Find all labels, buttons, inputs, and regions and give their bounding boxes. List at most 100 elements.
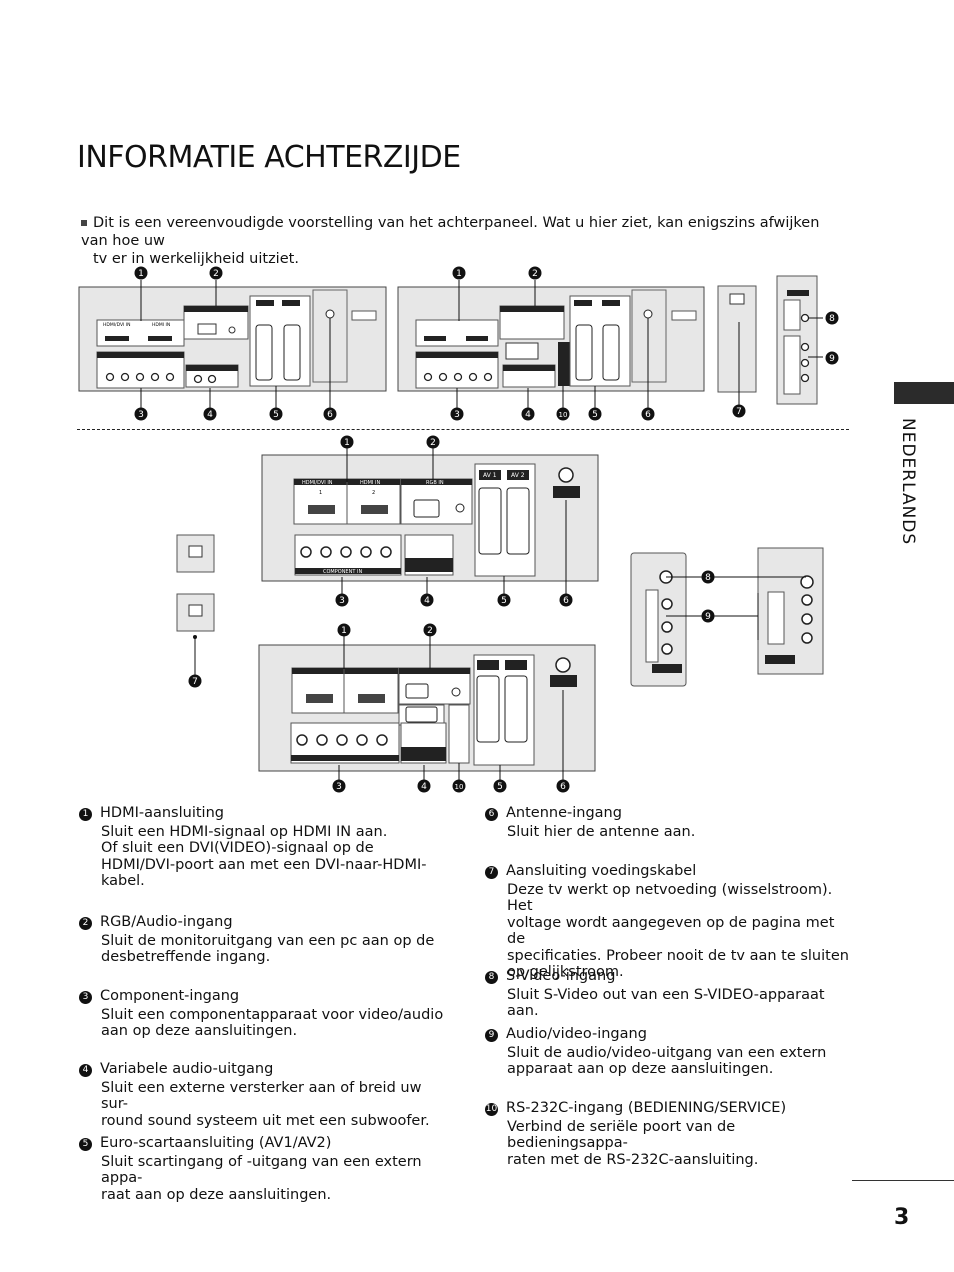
language-label: NEDERLANDS: [898, 418, 918, 546]
description-title: Euro-scartaansluiting (AV1/AV2): [100, 1135, 332, 1151]
number-badge: 10: [485, 1103, 498, 1116]
svg-text:7: 7: [736, 407, 742, 417]
label-hdmi: HDMI IN: [152, 322, 170, 328]
callout-3: 3: [134, 407, 148, 421]
description-body-line: desbetreffende ingang.: [101, 949, 271, 965]
label-one-c: 1: [319, 490, 322, 496]
description-6: 6 Antenne-ingang Sluit hier de antenne aa…: [485, 805, 855, 840]
callout-4c: 4: [420, 593, 434, 607]
label-av2: AV 2: [511, 472, 525, 479]
description-body-line: Sluit hier de antenne aan.: [507, 823, 696, 840]
svg-text:9: 9: [705, 612, 711, 622]
description-body-line: apparaat aan op deze aansluitingen.: [507, 1061, 774, 1077]
intro-line-1: Dit is een vereenvoudigde voorstelling v…: [81, 215, 820, 249]
svg-text:6: 6: [563, 596, 569, 606]
callout-markers: 1 2 3 4 5 6 1 2 3 4 10 5 6 7 8 9 1 2 3 4…: [134, 266, 839, 793]
callout-3b: 3: [450, 407, 464, 421]
svg-text:8: 8: [705, 573, 711, 583]
footer-rule: [852, 1180, 954, 1181]
callout-4b: 4: [521, 407, 535, 421]
number-badge: 7: [485, 866, 498, 879]
number-badge: 4: [79, 1064, 92, 1077]
description-title: Antenne-ingang: [506, 805, 622, 821]
svg-text:3: 3: [339, 596, 345, 606]
side-panel-av3-right: [666, 547, 824, 675]
svg-text:5: 5: [497, 782, 503, 792]
svg-text:1: 1: [456, 269, 462, 279]
rear-panel-c: HDMI/DVI IN HDMI IN 1 2 RGB IN COMPONENT…: [261, 454, 599, 582]
number-badge: 9: [485, 1029, 498, 1042]
number-badge: 6: [485, 808, 498, 821]
rear-panel-a: HDMI/DVI IN HDMI IN: [78, 286, 387, 392]
description-body-line: round sound systeem uit met een subwoofe…: [101, 1112, 430, 1129]
callout-7e: 7: [188, 674, 202, 688]
callout-6: 6: [323, 407, 337, 421]
language-tab: [894, 382, 954, 404]
callout-2: 2: [209, 266, 223, 280]
svg-text:6: 6: [560, 782, 566, 792]
number-badge: 8: [485, 971, 498, 984]
svg-text:2: 2: [213, 269, 219, 279]
page-number: 3: [894, 1205, 910, 1230]
description-body-line: Sluit een HDMI-signaal op HDMI IN aan.: [101, 823, 388, 840]
description-body-line: aan op deze aansluitingen.: [101, 1023, 298, 1039]
description-body-line: Of sluit een DVI(VIDEO)-signaal op de: [101, 840, 374, 856]
description-title: S-Video-ingang: [506, 968, 616, 984]
description-body-line: specificaties. Probeer nooit de tv aan t…: [507, 947, 849, 964]
label-component-c: COMPONENT IN: [323, 569, 362, 575]
number-badge: 2: [79, 917, 92, 930]
description-title: RS-232C-ingang (BEDIENING/SERVICE): [506, 1100, 787, 1116]
callout-10b: 10: [556, 407, 570, 421]
page-title: INFORMATIE ACHTERZIJDE: [77, 140, 461, 175]
callout-4d: 4: [417, 779, 431, 793]
callout-1c: 1: [340, 435, 354, 449]
section-divider: [77, 429, 849, 430]
callout-1b: 1: [452, 266, 466, 280]
bullet-square-icon: [81, 220, 87, 226]
description-title: Aansluiting voedingskabel: [506, 863, 697, 879]
svg-text:6: 6: [645, 410, 651, 420]
callout-2c: 2: [426, 435, 440, 449]
svg-text:5: 5: [592, 410, 598, 420]
svg-text:4: 4: [207, 410, 213, 420]
power-socket-top: [717, 285, 757, 405]
description-body-line: Deze tv werkt op netvoeding (wisselstroo…: [507, 881, 833, 915]
description-body-line: Sluit de audio/video-uitgang van een ext…: [507, 1044, 827, 1061]
description-title: Audio/video-ingang: [506, 1026, 647, 1042]
description-body-line: kabel.: [101, 873, 145, 889]
label-av1: AV 1: [483, 472, 497, 479]
svg-text:3: 3: [336, 782, 342, 792]
label-hdmi-dvi: HDMI/DVI IN: [103, 322, 131, 328]
leader-lines: [140, 280, 758, 780]
description-9: 9 Audio/video-ingang Sluit de audio/video…: [485, 1026, 855, 1078]
callout-1d: 1: [337, 623, 351, 637]
intro-line-2: tv er in werkelijkheid uitziet.: [93, 251, 299, 267]
description-body-line: raat aan op deze aansluitingen.: [101, 1186, 332, 1203]
description-body-line: HDMI/DVI-poort aan met een DVI-naar-HDMI…: [101, 856, 427, 873]
svg-text:2: 2: [430, 438, 436, 448]
svg-text:3: 3: [138, 410, 144, 420]
callout-2d: 2: [423, 623, 437, 637]
callout-2b: 2: [528, 266, 542, 280]
rear-panel-diagrams: HDMI/DVI IN HDMI IN: [78, 266, 839, 793]
svg-text:5: 5: [273, 410, 279, 420]
svg-text:1: 1: [341, 626, 347, 636]
callout-9b: 9: [825, 351, 839, 365]
svg-text:6: 6: [327, 410, 333, 420]
svg-text:1: 1: [344, 438, 350, 448]
description-body-line: raten met de RS-232C-aansluiting.: [507, 1151, 759, 1168]
callout-8b: 8: [825, 311, 839, 325]
svg-text:4: 4: [424, 596, 430, 606]
rear-panel-b: [397, 286, 705, 392]
svg-text:2: 2: [532, 269, 538, 279]
description-body-line: op gelijkstroom.: [507, 964, 624, 980]
number-badge: 1: [79, 808, 92, 821]
svg-text:10: 10: [559, 411, 568, 419]
description-body-line: Sluit S-Video out van een S-VIDEO-appara…: [507, 986, 825, 1020]
svg-text:9: 9: [829, 354, 835, 364]
callout-3c: 3: [335, 593, 349, 607]
